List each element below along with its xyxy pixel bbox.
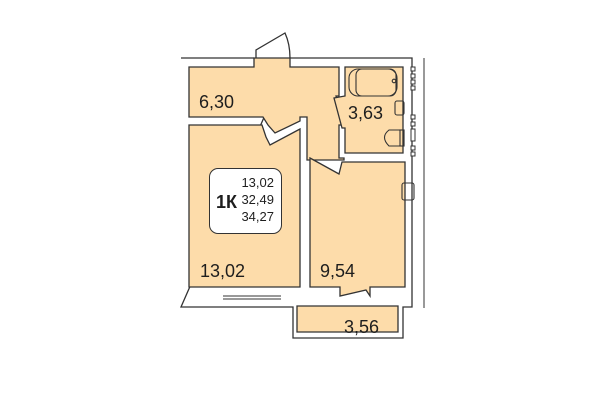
area-label-living: 13,02	[200, 261, 246, 281]
area-label-hallway: 6,30	[199, 92, 235, 112]
room-bathroom	[333, 66, 404, 154]
toilet	[383, 129, 405, 147]
area-label-bathroom: 3,63	[348, 103, 384, 123]
area-summary: 13,02 32,49 34,27	[241, 174, 274, 225]
apartment-type: 1К	[216, 192, 237, 212]
room-balcony	[296, 305, 399, 333]
total-area-with-balcony: 34,27	[241, 209, 274, 224]
bathroom-sink	[394, 100, 405, 116]
total-area: 32,49	[241, 192, 274, 207]
room-hallway	[188, 57, 345, 161]
kitchen-sink	[401, 182, 415, 201]
room-kitchen	[309, 156, 406, 299]
apartment-info-badge: 1К 13,02 32,49 34,27	[209, 168, 282, 234]
entrance-door	[255, 32, 291, 59]
area-label-balcony: 3,56	[344, 317, 380, 337]
area-label-kitchen: 9,54	[320, 261, 356, 281]
living-area: 13,02	[241, 175, 274, 190]
